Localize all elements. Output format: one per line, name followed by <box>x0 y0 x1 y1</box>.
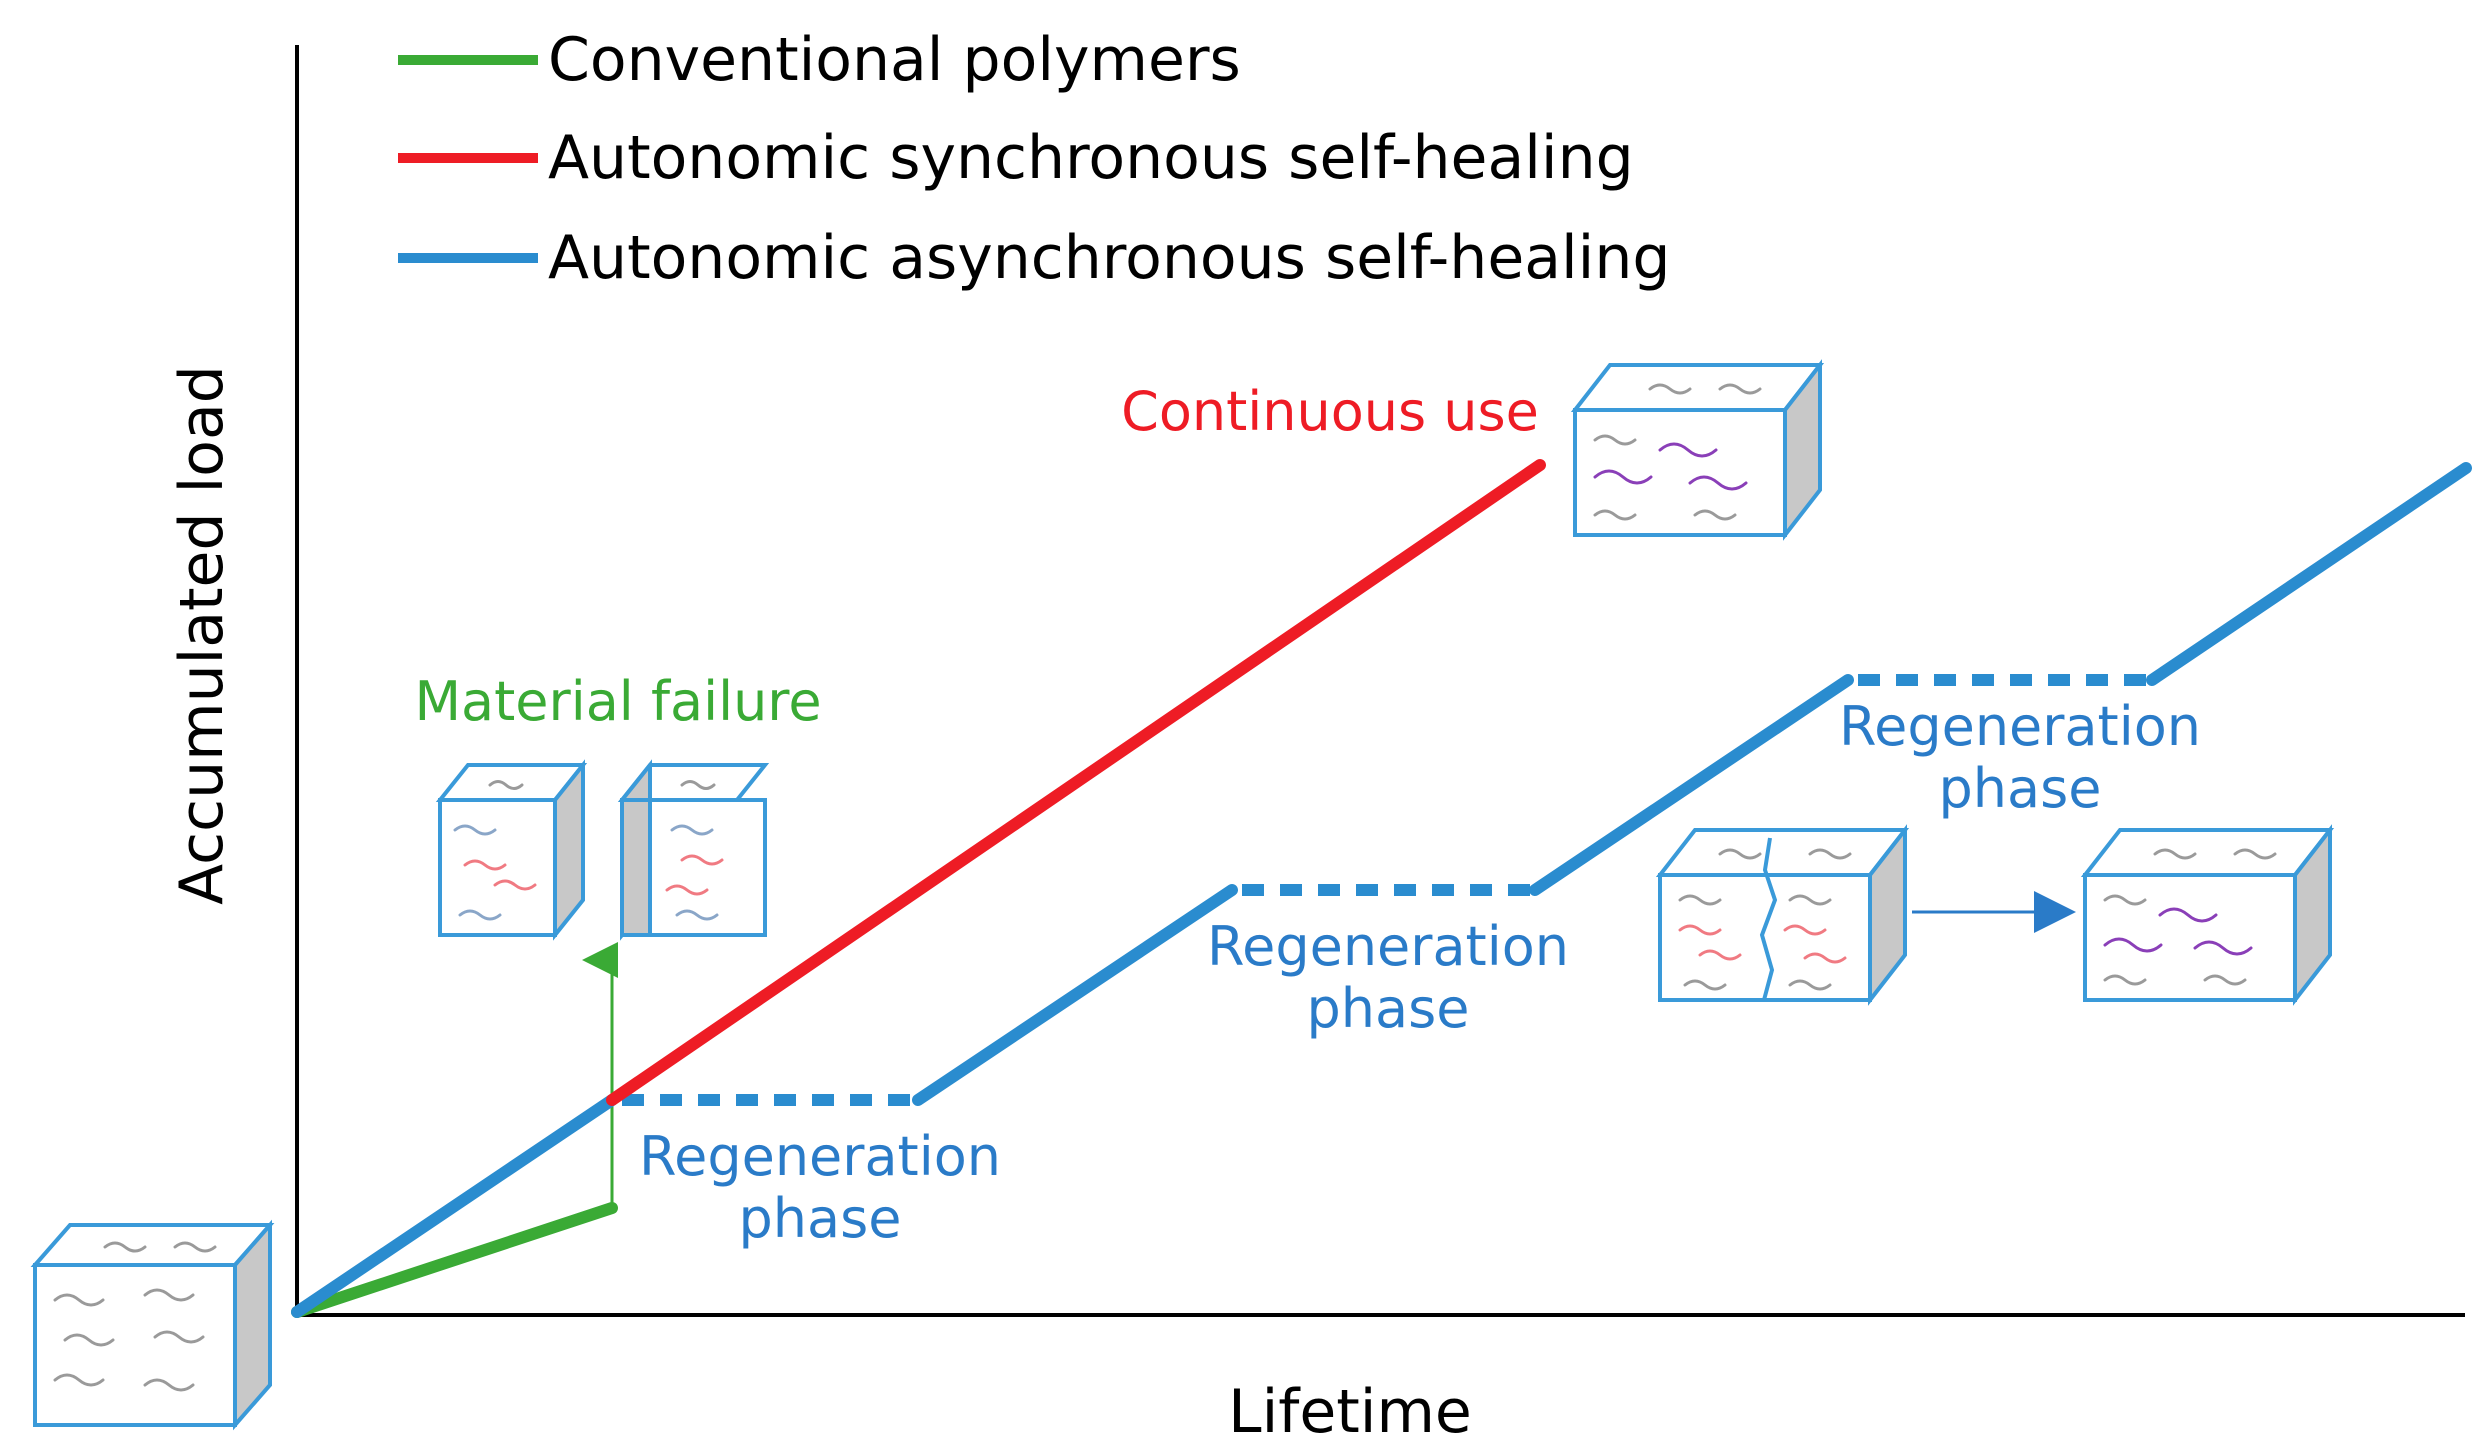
regen-label-2-line1: Regeneration <box>1207 915 1569 978</box>
asynchronous-curve <box>291 462 2472 1318</box>
legend-label-asynchronous: Autonomic asynchronous self-healing <box>548 223 1670 293</box>
legend-label-conventional: Conventional polymers <box>548 25 1241 95</box>
legend: Conventional polymers Autonomic synchron… <box>398 25 1670 293</box>
async-segment-4 <box>2146 462 2472 686</box>
cracked-cube <box>1655 824 1910 1006</box>
regen-label-1-line2: phase <box>739 1187 902 1250</box>
synchronous-curve <box>606 459 1546 1106</box>
continuous-use-label: Continuous use <box>1121 380 1539 443</box>
y-axis-label: Accumulated load <box>167 365 237 905</box>
failed-cube-left <box>435 759 588 941</box>
regen-label-2-line2: phase <box>1307 977 1470 1040</box>
x-axis-label: Lifetime <box>1228 1377 1472 1447</box>
regen-label-1-line1: Regeneration <box>639 1125 1001 1188</box>
failed-cube-right <box>617 759 770 941</box>
legend-label-synchronous: Autonomic synchronous self-healing <box>548 123 1634 193</box>
healed-cube <box>2080 824 2335 1006</box>
pristine-cube <box>30 1219 275 1431</box>
regen-label-3-line2: phase <box>1939 757 2102 820</box>
material-failure-label: Material failure <box>414 670 821 733</box>
async-segment-2 <box>912 884 1238 1106</box>
continuous-use-cube <box>1570 359 1825 541</box>
regen-label-3-line1: Regeneration <box>1839 695 2201 758</box>
async-segment-1 <box>291 1094 618 1318</box>
conventional-curve <box>291 1202 618 1318</box>
async-segment-3 <box>1529 674 1854 896</box>
